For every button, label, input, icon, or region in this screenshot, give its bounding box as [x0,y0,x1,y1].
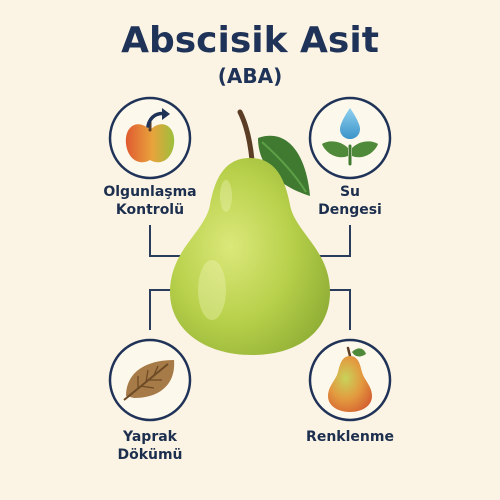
page-title: Abscisik Asit [121,20,379,61]
pear-illustration [170,109,330,355]
label-ripening: Olgunlaşma Kontrolü [103,184,197,218]
water-icon-circle [308,96,392,180]
label-coloring: Renklenme [306,429,394,445]
pear-stem [237,109,255,163]
dry-leaf-icon [123,360,175,401]
ripening-icon-circle [108,96,192,180]
pear-body [170,158,330,355]
coloring-icon-circle [308,338,392,422]
leaf-drop-icon-circle [108,338,192,422]
water-drop-leaves-icon [322,108,378,166]
label-water: Su Dengesi [318,184,382,218]
page-subtitle: (ABA) [217,64,283,88]
label-leaf-drop: Yaprak Dökümü [117,429,183,463]
apple-arrow-icon [125,108,175,163]
ripe-pear-icon [328,346,372,412]
